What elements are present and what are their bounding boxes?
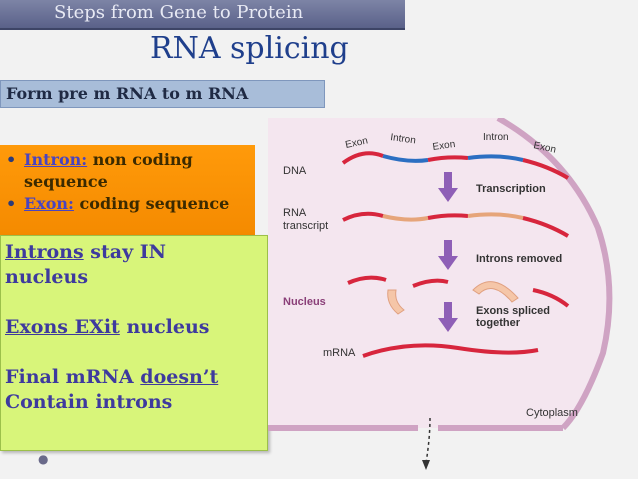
free-exon-1 bbox=[347, 275, 387, 285]
step-together: together bbox=[476, 317, 521, 329]
free-exon-2 bbox=[412, 278, 449, 288]
row-label-transcript: transcript bbox=[283, 220, 328, 232]
row-label-nucleus: Nucleus bbox=[283, 296, 326, 308]
gene-label-intron-1: Intron bbox=[390, 132, 417, 146]
row-label-mrna: mRNA bbox=[323, 347, 356, 359]
bullet-icon: • bbox=[6, 150, 17, 169]
note-final-start: Final mRNA bbox=[5, 366, 141, 388]
slide-subtitle: Form pre m RNA to m RNA bbox=[0, 80, 325, 108]
rna-intron-1 bbox=[382, 214, 429, 222]
definition-text: non coding sequence bbox=[24, 150, 193, 191]
rna-exon-2 bbox=[427, 213, 469, 220]
note-introns-rest: stay IN bbox=[83, 241, 166, 263]
row-label-dna: DNA bbox=[283, 165, 307, 177]
definition-exon: • Exon: coding sequence bbox=[6, 193, 253, 215]
step-introns-removed: Introns removed bbox=[476, 253, 562, 265]
note-final-keyword: doesn’t bbox=[140, 366, 219, 388]
definition-term: Intron: bbox=[24, 150, 88, 169]
dna-intron-1 bbox=[382, 154, 429, 163]
dna-exon-1 bbox=[341, 151, 384, 165]
dna-exon-2 bbox=[427, 155, 469, 162]
down-arrow-icon bbox=[438, 172, 458, 202]
section-header-text: Steps from Gene to Protein bbox=[54, 2, 304, 23]
note-final: Final mRNA doesn’t bbox=[5, 365, 263, 390]
section-header: Steps from Gene to Protein bbox=[0, 0, 405, 30]
note-introns: Introns stay IN bbox=[5, 240, 263, 265]
dna-exon-3 bbox=[522, 158, 570, 180]
down-arrow-icon bbox=[438, 302, 458, 332]
note-exons-rest: nucleus bbox=[119, 316, 210, 338]
rna-exon-1 bbox=[342, 211, 384, 222]
dna-intron-2 bbox=[467, 154, 524, 162]
definition-text: coding sequence bbox=[73, 194, 230, 213]
slide-title: RNA splicing bbox=[150, 31, 349, 66]
gene-label-exon-3: Exon bbox=[532, 140, 557, 155]
empty-bullet-icon: ● bbox=[38, 452, 49, 466]
definition-term: Exon: bbox=[24, 194, 74, 213]
step-transcription: Transcription bbox=[476, 183, 546, 195]
row-label-rna: RNA bbox=[283, 207, 307, 219]
splicing-diagram: Exon Intron Exon Intron Exon DNA Transcr… bbox=[268, 118, 613, 470]
note-exons: Exons EXit nucleus bbox=[5, 315, 263, 340]
nuclear-envelope bbox=[496, 118, 613, 431]
excised-intron-1 bbox=[387, 289, 405, 315]
note-final-line2: Contain introns bbox=[5, 391, 173, 413]
note-exons-keyword: Exons EXit bbox=[5, 316, 120, 338]
gene-label-intron-2: Intron bbox=[483, 132, 509, 143]
export-arrow-icon bbox=[422, 460, 430, 470]
down-arrow-icon bbox=[438, 240, 458, 270]
mrna-strand bbox=[362, 343, 539, 358]
note-introns-line2: nucleus bbox=[5, 266, 89, 288]
notes-box: Introns stay IN nucleus Exons EXit nucle… bbox=[0, 235, 268, 451]
rna-intron-2 bbox=[467, 212, 524, 220]
gene-label-exon-1: Exon bbox=[344, 135, 369, 150]
rna-exon-3 bbox=[522, 216, 570, 238]
definition-intron: • Intron: non coding sequence bbox=[6, 149, 253, 193]
note-introns-keyword: Introns bbox=[5, 241, 84, 263]
bullet-icon: • bbox=[6, 194, 17, 213]
row-label-cytoplasm: Cytoplasm bbox=[526, 407, 578, 419]
step-exons-spliced: Exons spliced bbox=[476, 305, 550, 317]
definitions-box: • Intron: non coding sequence • Exon: codi… bbox=[0, 145, 255, 237]
excised-intron-2 bbox=[472, 281, 519, 303]
gene-label-exon-2: Exon bbox=[432, 139, 456, 153]
free-exon-3 bbox=[532, 288, 570, 308]
